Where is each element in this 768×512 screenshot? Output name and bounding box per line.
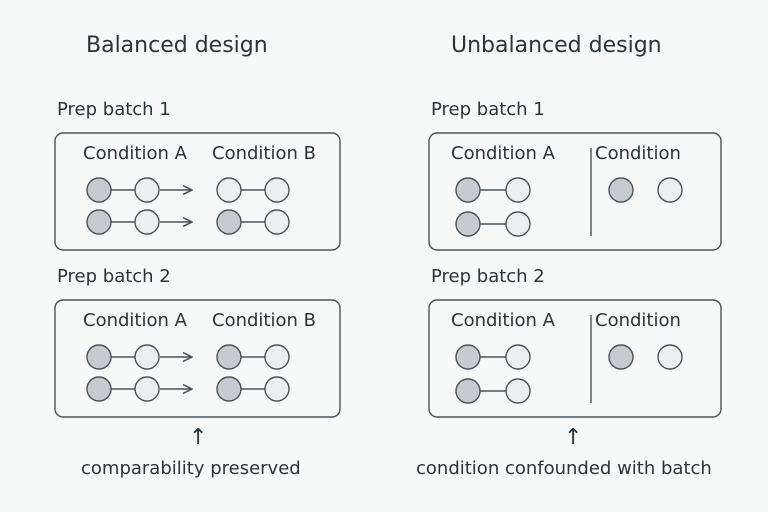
sample-dot [264, 209, 290, 235]
left-batch2-box [54, 299, 341, 418]
sample-dot [86, 344, 112, 370]
sample-dot [216, 209, 242, 235]
sample-dot [134, 376, 160, 402]
sample-dot [264, 344, 290, 370]
left-panel-title: Balanced design [86, 33, 268, 58]
sample-dot [505, 177, 531, 203]
sample-dot [608, 177, 634, 203]
right-batch1-condB-dots [608, 177, 683, 203]
right-caption: condition confounded with batch [416, 458, 712, 479]
sample-dot [264, 177, 290, 203]
left-batch2-condA-label: Condition A [83, 310, 187, 331]
sample-dot [455, 177, 481, 203]
right-batch2-condB-label: Condition [595, 310, 681, 331]
sample-dot [608, 344, 634, 370]
left-caption: comparability preserved [81, 458, 301, 479]
right-batch1-condA-pairs [455, 177, 531, 237]
right-batch2-condB-dots [608, 344, 683, 370]
right-up-arrow-icon: ↑ [564, 425, 583, 450]
sample-dot [134, 344, 160, 370]
right-batch1-label: Prep batch 1 [431, 99, 545, 120]
sample-dot [455, 211, 481, 237]
sample-dot [505, 378, 531, 404]
left-batch1-condB-pairs [216, 177, 290, 235]
right-batch1-box [428, 132, 722, 251]
sample-dot [86, 177, 112, 203]
right-panel-title: Unbalanced design [451, 33, 662, 58]
left-batch1-label: Prep batch 1 [57, 99, 171, 120]
left-batch1-condA-label: Condition A [83, 143, 187, 164]
left-batch2-condB-pairs [216, 344, 290, 402]
sample-dot [657, 177, 683, 203]
right-batch2-box [428, 299, 722, 418]
sample-dot [216, 376, 242, 402]
left-batch2-condB-label: Condition B [212, 310, 316, 331]
sample-dot [216, 344, 242, 370]
sample-dot [216, 177, 242, 203]
left-up-arrow-icon: ↑ [189, 425, 208, 450]
sample-dot [134, 177, 160, 203]
right-batch2-condA-label: Condition A [451, 310, 555, 331]
sample-dot [505, 211, 531, 237]
right-batch1-condA-label: Condition A [451, 143, 555, 164]
right-batch2-label: Prep batch 2 [431, 266, 545, 287]
right-batch2-condA-pairs [455, 344, 531, 404]
sample-dot [505, 344, 531, 370]
right-batch1-condB-label: Condition [595, 143, 681, 164]
sample-dot [86, 376, 112, 402]
left-batch2-label: Prep batch 2 [57, 266, 171, 287]
left-batch1-condB-label: Condition B [212, 143, 316, 164]
sample-dot [86, 209, 112, 235]
sample-dot [264, 376, 290, 402]
left-batch2-condA-pairs [86, 344, 192, 402]
left-batch1-condA-pairs [86, 177, 192, 235]
sample-dot [455, 378, 481, 404]
sample-dot [134, 209, 160, 235]
sample-dot [455, 344, 481, 370]
sample-dot [657, 344, 683, 370]
left-batch1-box [54, 132, 341, 251]
